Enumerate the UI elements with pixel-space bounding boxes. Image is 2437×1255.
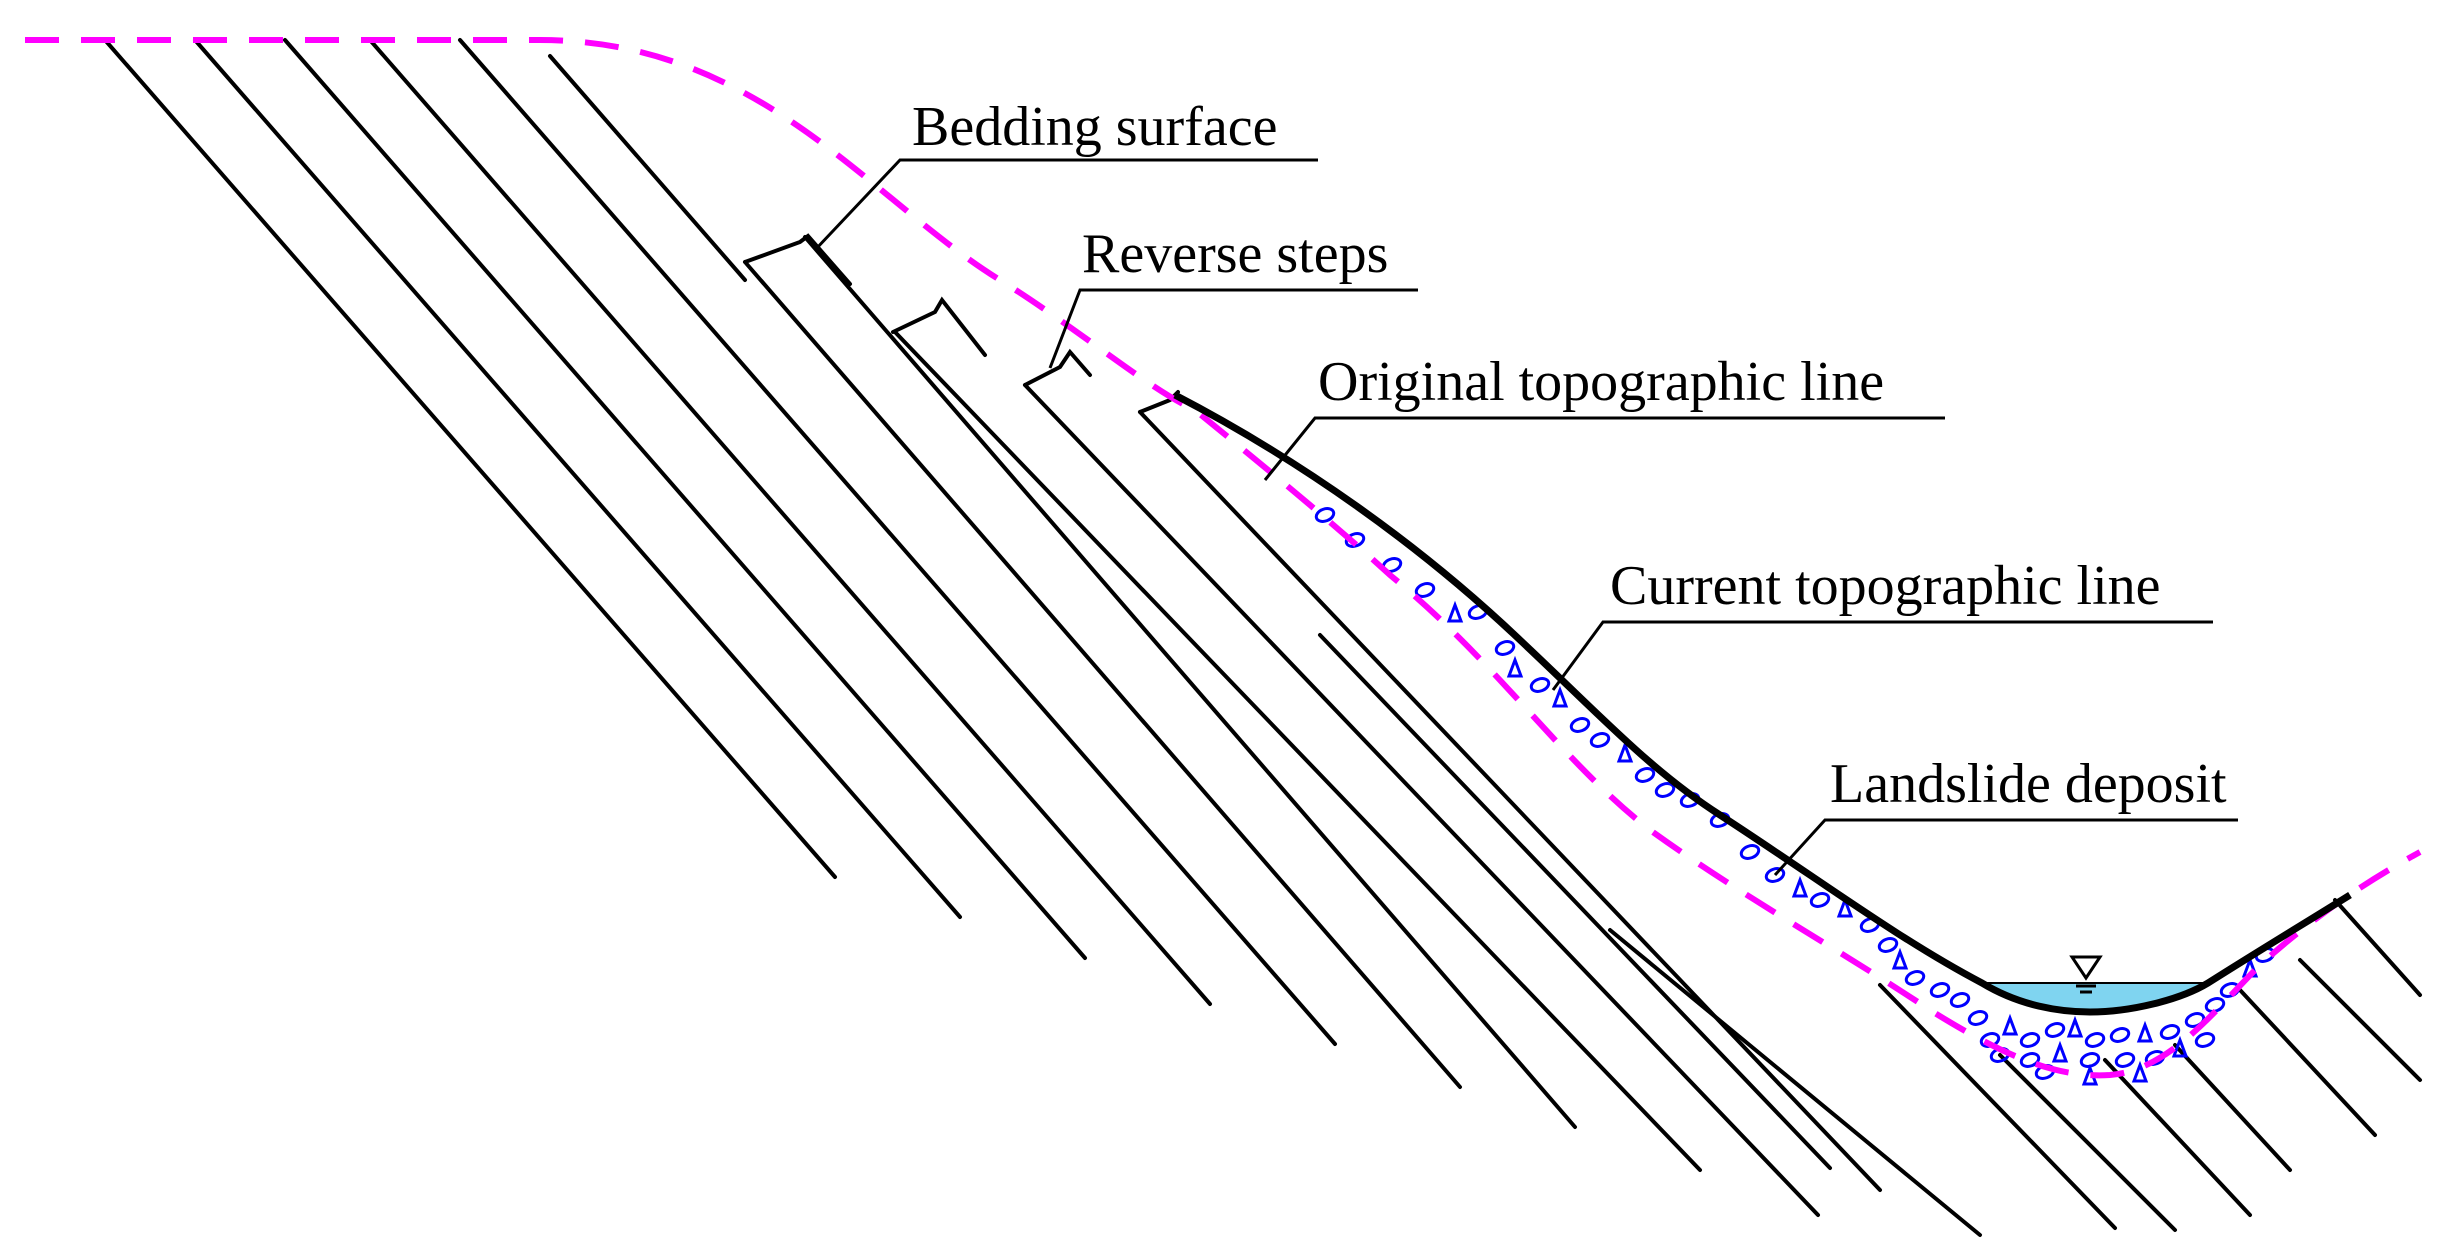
clast-pebble [2114, 1052, 2136, 1068]
clast-pebble [1764, 867, 1786, 883]
clast-pebble [2044, 1022, 2066, 1038]
bedding-line [458, 38, 1337, 1046]
bedding-line [743, 260, 1462, 1089]
clast-pebble [2019, 1032, 2041, 1048]
original-topographic-line [25, 37, 2422, 1079]
clast-angular [2001, 1013, 2019, 1036]
bedding-line [1998, 1053, 2177, 1232]
clast-pebble [2019, 1052, 2041, 1068]
clast-pebble [1809, 892, 1831, 908]
bedding-line [1138, 410, 1882, 1192]
clast-pebble [2084, 1032, 2106, 1048]
clast-pebble [1904, 970, 1926, 986]
label-bedding-surface: Bedding surface [912, 96, 1277, 158]
leader-original-topographic-line [1263, 416, 1945, 481]
clast-pebble [1314, 507, 1336, 523]
bedding-line [2103, 1058, 2252, 1217]
clast-angular [1891, 947, 1909, 970]
bedding-line [548, 54, 747, 282]
clast-angular [1446, 600, 1464, 623]
bedding-line [1608, 928, 1982, 1237]
clast-pebble [1634, 767, 1656, 783]
clast-pebble [1949, 992, 1971, 1008]
clast-angular [2051, 1040, 2069, 1063]
bedding-line [1023, 383, 1820, 1217]
current-topographic-line [1173, 391, 2352, 1016]
clast-pebble [1344, 532, 1366, 548]
clast-pebble [1877, 937, 1899, 953]
bedding-line [368, 38, 1212, 1006]
clast-pebble [1967, 1010, 1989, 1026]
reverse-step [891, 296, 987, 357]
leader-lines [813, 158, 2238, 877]
reverse-step [743, 233, 852, 286]
label-original-topographic-line: Original topographic line [1318, 351, 1884, 413]
clast-angular [2136, 1020, 2154, 1043]
leader-current-topographic-line [1551, 620, 2213, 691]
landslide-deposit-clasts [1314, 507, 2276, 1086]
label-current-topographic-line: Current topographic line [1610, 555, 2161, 617]
bedding-line [283, 38, 1087, 960]
clast-pebble [2109, 1027, 2131, 1043]
clast-pebble [1739, 844, 1761, 860]
clast-pebble [1494, 640, 1516, 656]
bedding-planes [103, 38, 2422, 1237]
clast-pebble [1529, 677, 1551, 693]
leader-landslide-deposit [1773, 818, 2238, 877]
clast-pebble [2159, 1024, 2181, 1040]
clast-angular [1506, 655, 1524, 678]
bedding-line [803, 235, 1577, 1129]
leader-bedding-surface [813, 158, 1318, 252]
clast-pebble [1654, 782, 1676, 798]
bedding-line [2333, 898, 2422, 997]
bedding-line [2298, 958, 2422, 1082]
clast-pebble [1589, 732, 1611, 748]
bedding-line [193, 38, 962, 919]
reverse-step [1023, 348, 1092, 387]
clast-pebble [1929, 982, 1951, 998]
clast-pebble [2079, 1052, 2101, 1068]
clast-angular [1791, 875, 1809, 898]
label-landslide-deposit: Landslide deposit [1830, 753, 2227, 815]
clast-angular [2066, 1015, 2084, 1038]
leader-reverse-steps [1048, 288, 1418, 369]
clast-pebble [1569, 717, 1591, 733]
clast-angular [1616, 740, 1634, 763]
water-level-symbol-icon [2069, 955, 2103, 994]
clast-angular [1551, 685, 1569, 708]
clast-angular [2131, 1060, 2149, 1083]
bedding-line [2173, 1043, 2292, 1172]
clast-angular [1836, 895, 1854, 918]
bedding-line [1318, 633, 1832, 1170]
bedding-line [103, 38, 837, 879]
bedding-line [1878, 983, 2117, 1230]
clast-pebble [1414, 582, 1436, 598]
clast-pebble [2204, 997, 2226, 1013]
bedding-line [893, 330, 1702, 1172]
label-reverse-steps: Reverse steps [1082, 223, 1388, 285]
clast-pebble [2194, 1032, 2216, 1048]
clast-angular [2171, 1035, 2189, 1058]
bedding-line [2238, 988, 2377, 1137]
